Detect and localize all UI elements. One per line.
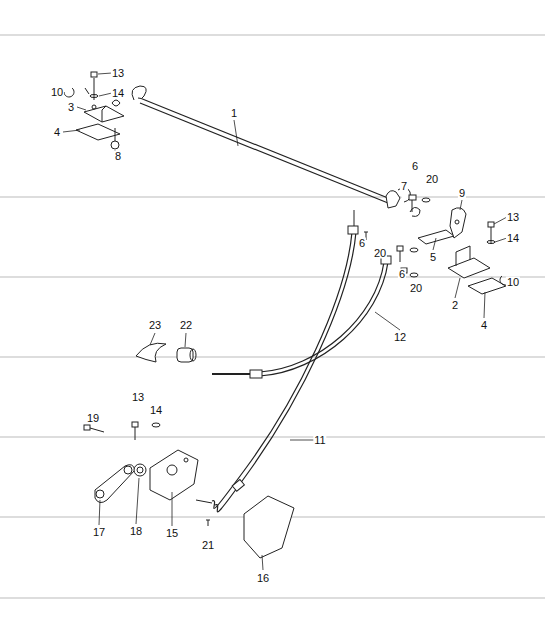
callout-number: 1 (230, 108, 238, 119)
callout-number: 6 (358, 238, 366, 249)
callout-number: 9 (458, 188, 466, 199)
callout-number: 13 (131, 392, 145, 403)
callout-number: 13 (506, 212, 520, 223)
callout-number: 8 (114, 151, 122, 162)
callout-number: 4 (53, 127, 61, 138)
callout-number: 12 (393, 332, 407, 343)
callout-number: 4 (480, 320, 488, 331)
callout-number: 20 (409, 283, 423, 294)
callout-number: 23 (148, 320, 162, 331)
callout-number: 18 (129, 526, 143, 537)
callout-number: 6 (398, 269, 406, 280)
callout-number: 2 (451, 300, 459, 311)
callout-number: 17 (92, 527, 106, 538)
callout-number: 20 (373, 248, 387, 259)
callout-number: 15 (165, 528, 179, 539)
callout-number: 14 (506, 233, 520, 244)
callout-number: 19 (86, 413, 100, 424)
callout-number: 21 (201, 540, 215, 551)
callout-number: 14 (111, 88, 125, 99)
callout-number: 10 (50, 87, 64, 98)
callout-number: 11 (313, 435, 326, 446)
callout-number: 20 (425, 174, 439, 185)
callout-number: 6 (411, 161, 419, 172)
callout-number: 5 (429, 252, 437, 263)
callout-number: 10 (506, 277, 520, 288)
callout-number: 14 (149, 405, 163, 416)
callout-number: 13 (111, 68, 125, 79)
callout-number: 3 (67, 102, 75, 113)
callout-number: 7 (400, 181, 408, 192)
callout-number: 22 (179, 320, 193, 331)
callout-number: 16 (256, 573, 270, 584)
